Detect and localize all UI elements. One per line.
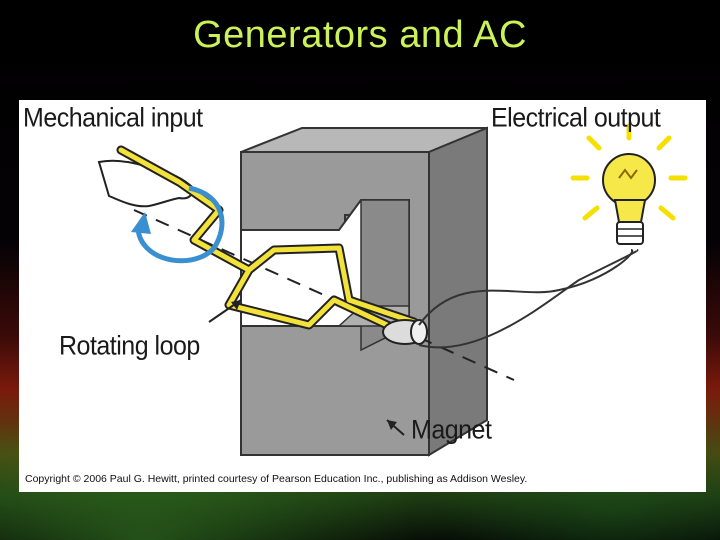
magnet-label: Magnet bbox=[411, 414, 492, 446]
light-bulb bbox=[602, 153, 656, 245]
rotating-loop-label: Rotating loop bbox=[59, 330, 200, 362]
rotation-arrow bbox=[135, 185, 225, 264]
electrical-output-label: Electrical output bbox=[491, 102, 661, 134]
copyright-notice: Copyright © 2006 Paul G. Hewitt, printed… bbox=[25, 473, 528, 485]
generator-diagram: Mechanical input Electrical output Rotat… bbox=[19, 100, 706, 492]
light-rays bbox=[570, 123, 688, 221]
mechanical-input-label: Mechanical input bbox=[23, 102, 203, 134]
slide-title: Generators and AC bbox=[193, 14, 527, 56]
rotation-arrowhead bbox=[131, 212, 151, 234]
rotation-axis bbox=[133, 209, 515, 381]
generator-illustration bbox=[97, 123, 688, 457]
output-wire bbox=[418, 249, 634, 326]
